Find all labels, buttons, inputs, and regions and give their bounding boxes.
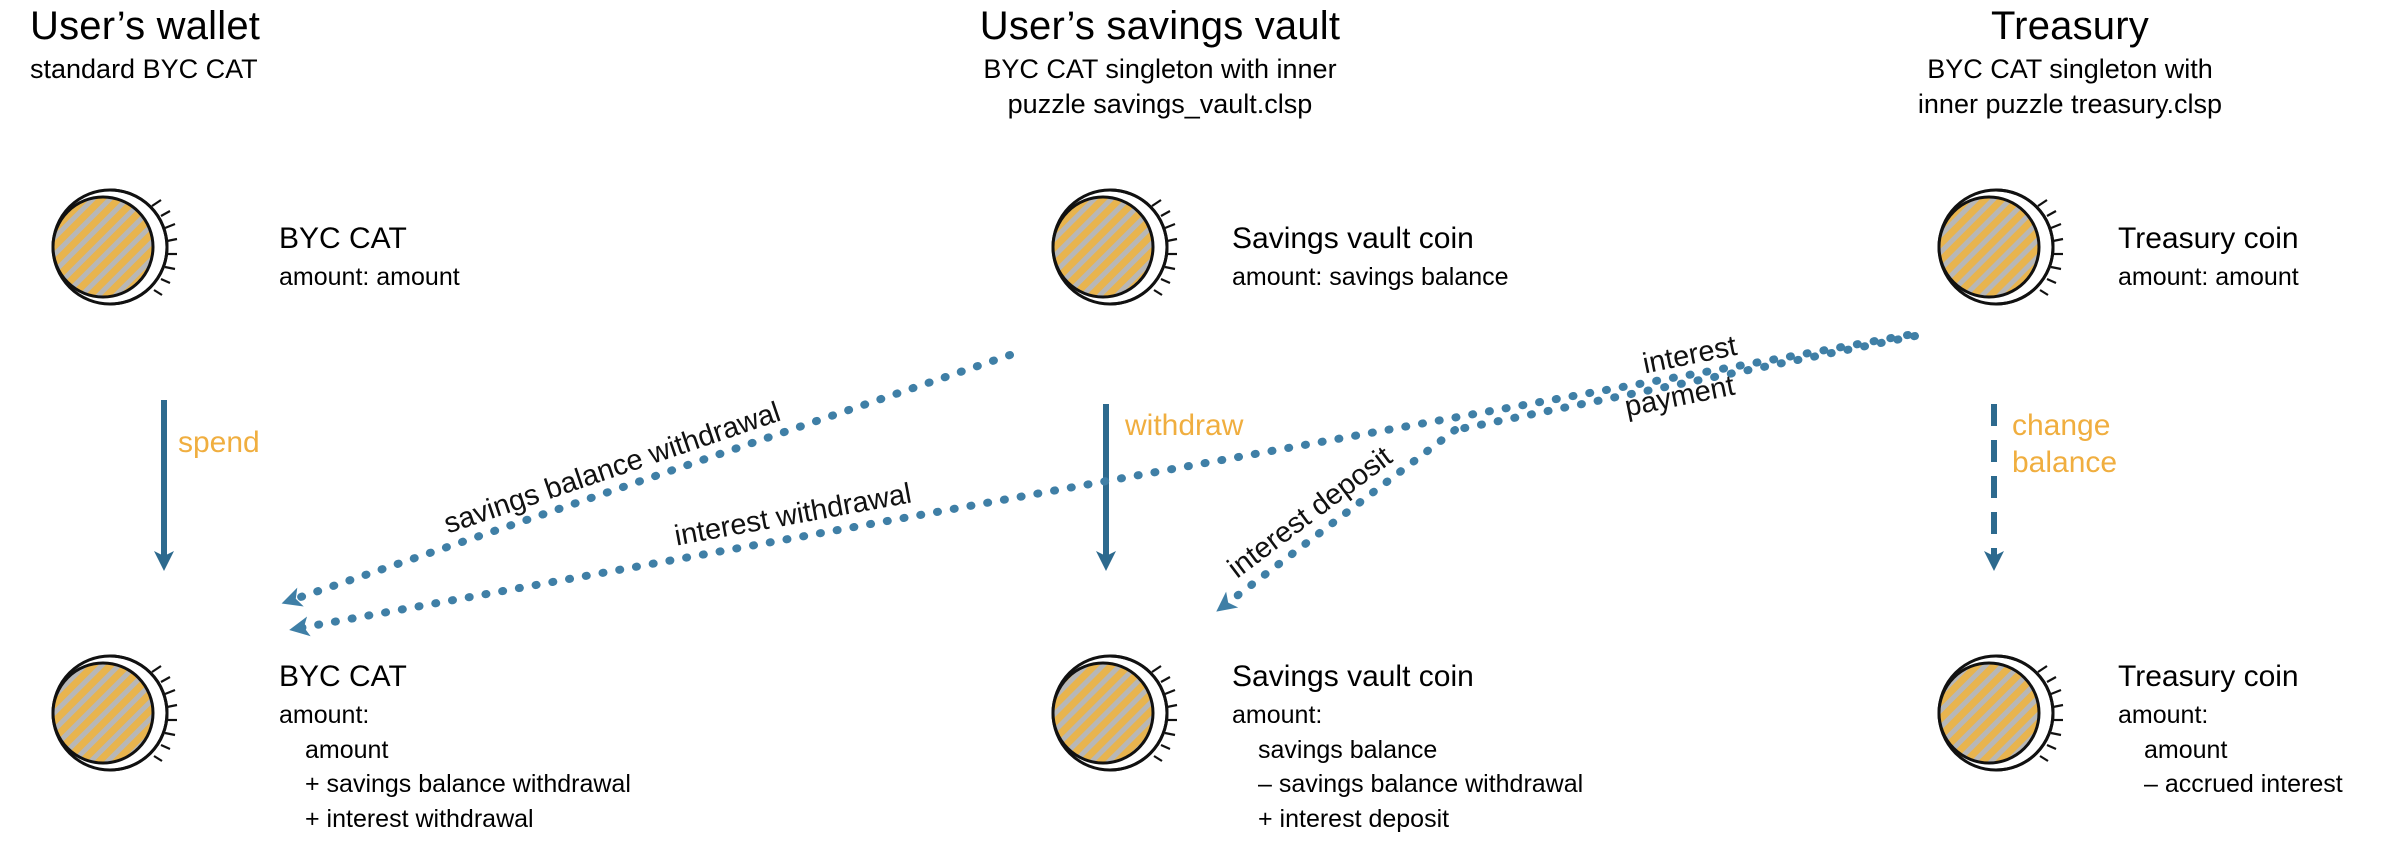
column-header-treasury: Treasury BYC CAT singleton with inner pu…	[1790, 4, 2350, 121]
coin-amount-term-vault-bottom-3: + interest deposit	[1258, 804, 1450, 833]
coin-amount-term-vault-bottom-2: – savings balance withdrawal	[1258, 770, 1584, 798]
flow-label-spend: spend	[178, 426, 260, 459]
coin-amount-label-vault-bottom: amount:	[1232, 701, 1323, 729]
coin-vault-top	[1051, 188, 1178, 306]
coin-label-treasury-bottom: Treasury coin amount: amount – accrued i…	[2118, 660, 2343, 802]
coin-amount-treasury-top: amount: amount	[2118, 263, 2299, 291]
column-header-savings-vault: User’s savings vault BYC CAT singleton w…	[880, 4, 1440, 121]
coin-name-vault-top: Savings vault coin	[1232, 222, 1474, 255]
coin-amount-term-treasury-bottom-2: – accrued interest	[2144, 770, 2343, 798]
flow-label-change-balance-line2: balance	[2012, 446, 2118, 479]
column-header-user-wallet: User’s wallet standard BYC CAT	[30, 4, 260, 87]
coin-label-wallet-bottom: BYC CAT amount: amount + savings balance…	[279, 660, 631, 836]
arrow-interest-deposit	[1216, 426, 1459, 612]
coin-amount-term-treasury-bottom-1: amount	[2144, 735, 2228, 764]
header-title-savings-vault: User’s savings vault	[979, 4, 1341, 48]
coin-amount-term-wallet-bottom-1: amount	[305, 735, 389, 764]
coin-label-wallet-top: BYC CAT amount: amount	[279, 222, 460, 295]
coin-label-treasury-top: Treasury coin amount: amount	[2118, 222, 2299, 295]
coin-name-treasury-top: Treasury coin	[2118, 222, 2299, 255]
arrow-interest-payment	[1451, 332, 1919, 434]
coin-amount-term-wallet-bottom-2: + savings balance withdrawal	[305, 770, 631, 798]
flow-label-change-balance-line1: change	[2012, 409, 2111, 442]
coin-treasury-bottom	[1937, 654, 2064, 772]
arrow-interest-withdrawal	[289, 331, 1912, 637]
coin-amount-wallet-top: amount: amount	[279, 263, 460, 291]
coin-label-vault-bottom: Savings vault coin amount: savings balan…	[1232, 660, 1583, 836]
coin-amount-term-wallet-bottom-3: + interest withdrawal	[305, 804, 534, 833]
coin-amount-label-treasury-bottom: amount:	[2118, 701, 2209, 729]
coin-vault-bottom	[1051, 654, 1178, 772]
coin-name-wallet-bottom: BYC CAT	[279, 660, 407, 693]
header-subtitle-savings-vault-line2: puzzle savings_vault.clsp	[1007, 88, 1313, 119]
coin-wallet-top	[51, 188, 178, 306]
coin-name-wallet-top: BYC CAT	[279, 222, 407, 255]
coin-wallet-bottom	[51, 654, 178, 772]
header-subtitle-treasury-line2: inner puzzle treasury.clsp	[1917, 88, 2223, 119]
header-subtitle-treasury-line1: BYC CAT singleton with	[1927, 54, 2213, 84]
header-title-treasury: Treasury	[1991, 4, 2149, 48]
flow-label-withdraw: withdraw	[1125, 409, 1244, 442]
header-subtitle-savings-vault-line1: BYC CAT singleton with inner	[983, 54, 1337, 84]
coin-amount-vault-top: amount: savings balance	[1232, 263, 1509, 291]
arrow-savings-balance-withdrawal	[281, 351, 1014, 607]
coin-label-vault-top: Savings vault coin amount: savings balan…	[1232, 222, 1509, 295]
header-subtitle-user-wallet-line1: standard BYC CAT	[30, 54, 258, 84]
header-title-user-wallet: User’s wallet	[30, 4, 261, 48]
coin-name-vault-bottom: Savings vault coin	[1232, 660, 1474, 693]
coin-name-treasury-bottom: Treasury coin	[2118, 660, 2299, 693]
coin-amount-term-vault-bottom-1: savings balance	[1258, 735, 1438, 764]
coin-amount-label-wallet-bottom: amount:	[279, 701, 370, 729]
coin-treasury-top	[1937, 188, 2064, 306]
